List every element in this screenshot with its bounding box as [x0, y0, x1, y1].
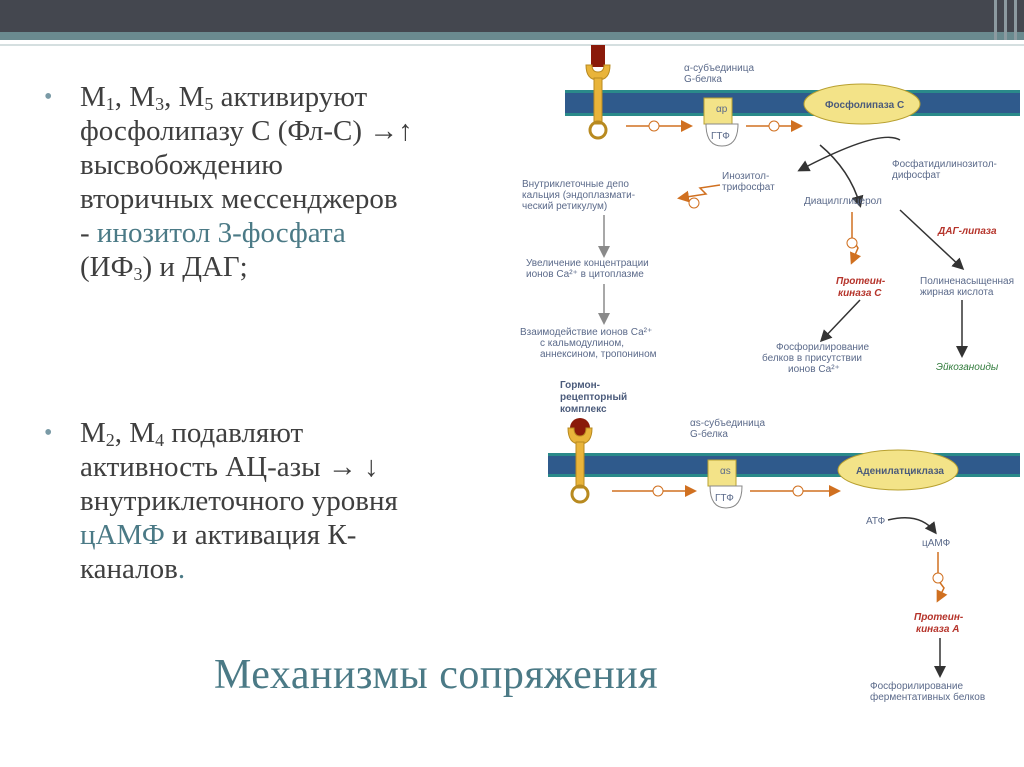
phospho-enzyme-label: ферментативных белков	[870, 691, 985, 703]
header-stripe	[0, 32, 1024, 40]
activation-mark	[932, 572, 944, 584]
bullet-text: M1, M3, M5 активируют фосфолипазу С (Фл-…	[80, 80, 504, 284]
dag-label: Диацилглицерол	[804, 196, 882, 207]
bullet-dot: •	[44, 84, 53, 110]
alpha-s-subunit-label: G-белка	[690, 428, 728, 440]
alpha-s-label: αs	[720, 466, 731, 477]
bullet-line: (ИФ3) и ДАГ;	[80, 251, 248, 284]
bullet-line: внутриклеточного уровня	[80, 485, 398, 517]
g-protein-top: αp ГТФ	[703, 97, 739, 147]
ligand-block	[591, 45, 605, 67]
complex-label: комплекс	[560, 404, 607, 415]
header-corner-mark	[1014, 0, 1017, 40]
slide-header-band	[0, 0, 1024, 40]
activation-arrows-top	[626, 120, 803, 132]
bullet-line: активность АЦ-азы → ↓	[80, 451, 379, 483]
pip2-label: дифосфат	[892, 169, 941, 181]
ca-interaction-label: Взаимодействие ионов Са²⁺	[520, 327, 652, 338]
gtp-label: ГТФ	[711, 131, 730, 142]
dag-lipase-label: ДАГ-липаза	[937, 226, 997, 237]
phospho-pkc-label: белков в присутствии	[762, 352, 862, 364]
pkc-label: киназа С	[838, 288, 882, 299]
ca-increase-label: ионов Са²⁺ в цитоплазме	[526, 269, 644, 280]
plc-to-dag-arrow	[819, 144, 864, 208]
ip3-label: Инозитол-	[722, 171, 769, 182]
slide-title: Механизмы сопряжения	[214, 652, 659, 698]
atp-label: АТФ	[866, 516, 886, 527]
dag-to-pkc-arrow	[850, 212, 862, 265]
phospholipase-c-label: Фосфолипаза С	[825, 99, 904, 111]
membrane-edge	[548, 474, 1020, 477]
camp-label: цАМФ	[922, 538, 951, 549]
pip2-label: Фосфатидилинозитол-	[892, 158, 997, 170]
gtp-label: ГТФ	[715, 493, 734, 504]
pkc-to-phospho-arrow	[819, 299, 861, 343]
alpha-s-subunit-label: αs-субъединица	[690, 417, 765, 429]
dag-to-pufa-arrow	[899, 209, 965, 271]
bullet-line: M1, M3, M5 активируют	[80, 81, 368, 114]
ca-depot-label: Внутриклеточные депо	[522, 179, 629, 190]
membrane-edge	[565, 113, 1020, 116]
bullet-line: каналов.	[80, 553, 186, 585]
ca-increase-label: Увеличение концентрации	[526, 258, 649, 269]
bullet-m2-m4: • M2, M4 подавляют активность АЦ-азы → ↓…	[44, 416, 504, 586]
ip3-label: трифосфат	[722, 181, 775, 193]
bullet-line: фосфолипазу С (Фл-С) →↑	[80, 115, 413, 147]
ca-interaction-label: с кальмодулином,	[540, 338, 624, 349]
cell-membrane-top	[565, 92, 1020, 114]
bullet-line: высвобождению	[80, 149, 283, 181]
bullet-line: - инозитол 3-фосфата	[80, 217, 346, 249]
activation-mark	[846, 237, 858, 249]
header-underline	[0, 44, 1024, 46]
alpha-p-label: αp	[716, 104, 728, 115]
complex-label: рецепторный	[560, 392, 627, 403]
ca-depot-label: кальция (эндоплазмати-	[522, 190, 635, 201]
membrane-edge	[548, 453, 1020, 456]
adenylate-cyclase-label: Аденилатциклаза	[856, 466, 944, 477]
bullet-line: M2, M4 подавляют	[80, 417, 304, 450]
bullet-line: вторичных мессенджеров	[80, 183, 398, 215]
phospholipase-c	[803, 83, 921, 125]
bullet-dot: •	[44, 420, 53, 446]
adenylate-cyclase	[837, 449, 959, 491]
phospho-pkc-label: Фосфорилирование	[776, 341, 870, 353]
phospho-pkc-label: ионов Са²⁺	[788, 364, 840, 375]
membrane-edge	[565, 90, 1020, 93]
bullet-m1-m3-m5: • M1, M3, M5 активируют фосфолипазу С (Ф…	[44, 80, 504, 284]
eicosanoids-label: Эйкозаноиды	[936, 362, 999, 373]
phospho-enzyme-label: Фосфорилирование	[870, 680, 964, 692]
plc-to-ip3-arrow	[797, 136, 901, 172]
pkc-label: Протеин-	[836, 276, 886, 287]
camp-to-pka-arrow	[936, 552, 948, 603]
ca-interaction-label: аннексином, тропонином	[540, 349, 657, 360]
pka-label: киназа А	[916, 624, 959, 635]
activation-mark	[688, 197, 700, 209]
header-corner-mark	[994, 0, 997, 40]
complex-label: Гормон-	[560, 380, 600, 391]
header-corner-mark	[1004, 0, 1007, 40]
receptor-top	[585, 45, 611, 140]
pka-label: Протеин-	[914, 612, 964, 623]
receptor-bottom	[567, 418, 593, 504]
alpha-subunit-label: G-белка	[684, 73, 722, 85]
ca-depot-label: ческий ретикулум)	[522, 201, 607, 212]
g-protein-bottom: αs ГТФ	[707, 459, 743, 509]
atp-to-camp-arrow	[887, 517, 937, 535]
pufa-label: Полиненасыщенная	[920, 276, 1014, 287]
bullet-text: M2, M4 подавляют активность АЦ-азы → ↓ в…	[80, 416, 504, 586]
alpha-subunit-label: α-субъединица	[684, 62, 754, 74]
pufa-label: жирная кислота	[920, 287, 994, 298]
activation-arrows-bottom	[612, 485, 841, 497]
bullet-line: цАМФ и активация К-	[80, 519, 357, 551]
ip3-to-depot-arrow	[677, 184, 721, 203]
